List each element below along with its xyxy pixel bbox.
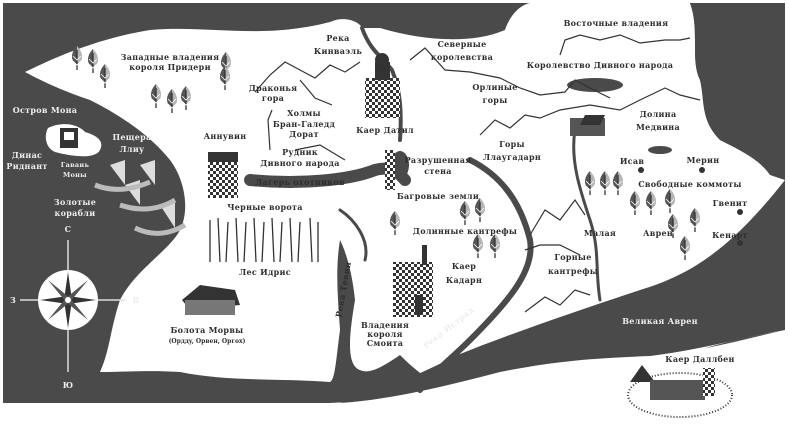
morva-cottage-icon <box>182 285 240 315</box>
label-idris-forest: Лес Идрис <box>239 267 291 277</box>
label-hills-2: Бран-Галедд <box>273 119 336 129</box>
label-smoit-2: короля <box>367 329 402 339</box>
label-ruined-wall-2: стена <box>424 166 451 176</box>
label-caer-datyl: Каер Датил <box>356 125 414 135</box>
label-enchantresses: (Орддy, Орвен, Оргох) <box>169 338 246 345</box>
label-mona-haven-2: Моны <box>63 171 87 179</box>
compass-west: З <box>10 295 16 305</box>
label-dragon-mountain-2: гора <box>262 93 284 103</box>
label-caer-dallben: Каер Даллбен <box>665 354 734 364</box>
label-caer-cadarn-1: Каер <box>452 261 476 271</box>
label-llawgadarn-2: Ллаугадарн <box>483 152 541 162</box>
label-river-kynvael-2: Кинваэль <box>314 46 362 56</box>
compass-east: В <box>132 295 139 305</box>
label-hunters-camp: Лагерь охотников <box>255 177 345 187</box>
label-fair-folk-mine-1: Рудник <box>282 147 318 157</box>
ships-icon <box>94 160 187 236</box>
label-fair-folk-kingdom: Королевство Дивного народа <box>527 60 673 70</box>
label-little-avren-2: Аврен <box>643 228 673 238</box>
label-morva-marshes: Болота Морвы <box>170 325 243 335</box>
mona-castle-icon <box>60 128 78 148</box>
caer-cadarn-castle-icon <box>393 245 433 317</box>
compass-south: Ю <box>63 380 74 390</box>
ruined-wall-icon <box>385 150 395 190</box>
margin <box>3 403 785 440</box>
label-hills-3: Дорат <box>289 129 319 139</box>
eastern-sea <box>690 3 785 180</box>
label-gwenit: Гвенит <box>713 198 748 208</box>
label-medwyn-valley-1: Долина <box>640 109 677 119</box>
label-llawgadarn-1: Горы <box>499 139 525 149</box>
label-medwyn-valley-2: Медвина <box>636 122 680 132</box>
label-eastern-domains: Восточные владения <box>564 18 669 28</box>
lake-small <box>648 146 672 154</box>
gwenit-marker <box>737 209 743 215</box>
label-smoit-1: Владения <box>361 320 409 330</box>
lake <box>567 78 623 92</box>
label-dinas-rhydnant-2: Риднант <box>6 161 47 171</box>
river-great-avren <box>340 180 785 403</box>
compass-north: С <box>65 224 72 234</box>
label-northern-kingdoms-2: королевства <box>431 52 493 62</box>
medwyn-house-icon <box>570 115 605 136</box>
idris-forest-icon <box>209 217 319 263</box>
label-cave-2: Ллиу <box>120 144 146 154</box>
mountains <box>254 34 701 313</box>
isav-marker <box>638 167 644 173</box>
river-kynvael <box>360 26 403 142</box>
label-isle-mona: Остров Мона <box>13 105 78 115</box>
river-hunters <box>244 162 411 188</box>
label-free-commots: Свободные коммоты <box>638 179 741 189</box>
label-dinas-rhydnant-1: Динас <box>12 150 42 160</box>
label-eagle-mountains-1: Орлиные <box>472 82 517 92</box>
label-merin: Мерин <box>687 155 720 165</box>
merin-marker <box>699 167 705 173</box>
label-hills-1: Холмы <box>287 108 321 118</box>
label-annuvin: Аннувин <box>204 131 247 141</box>
label-valley-cantrevs: Долинные кантрефы <box>413 226 517 236</box>
label-cave-1: Пещера <box>113 132 152 142</box>
caer-datyl-castle-icon <box>365 53 400 118</box>
label-northern-kingdoms-1: Северные <box>437 39 486 49</box>
label-fair-folk-mine-2: Дивного народа <box>260 158 340 168</box>
label-western-domains-1: Западные владения <box>121 52 220 62</box>
label-caer-cadarn-2: Кадарн <box>446 275 482 285</box>
label-eagle-mountains-2: горы <box>482 95 507 105</box>
label-red-fallows: Багровые земли <box>397 191 479 201</box>
label-black-gate: Черные ворота <box>227 202 303 212</box>
label-golden-ships-2: корабли <box>55 208 96 218</box>
black-gate-marker <box>245 175 255 185</box>
label-hill-cantrevs-1: Горные <box>554 252 591 262</box>
label-ruined-wall-1: Разрушенная <box>405 155 472 165</box>
label-dragon-mountain-1: Драконья <box>249 83 298 93</box>
label-western-domains-2: короля Придери <box>129 62 211 72</box>
label-golden-ships-1: Золотые <box>54 197 96 207</box>
river-ystrad <box>417 157 534 393</box>
compass-rose: С Ю З В <box>10 224 139 390</box>
label-little-avren-1: Малая <box>584 228 616 238</box>
label-kenart: Кенарт <box>712 230 748 240</box>
label-isav: Исав <box>620 156 645 166</box>
river-little-avren <box>572 128 602 302</box>
river-tevyn <box>338 208 368 262</box>
label-great-avren: Великая Аврен <box>622 316 698 326</box>
label-hill-cantrevs-2: кантрефы <box>548 266 598 276</box>
kenart-marker <box>737 240 743 246</box>
label-river-kynvael-1: Река <box>326 33 349 43</box>
annuvin-castle-icon <box>208 152 238 198</box>
map-labels: Западные владения короля Придери Река Ки… <box>6 18 748 364</box>
label-smoit-3: Смоита <box>367 338 404 348</box>
label-mona-haven-1: Гавань <box>61 161 90 169</box>
caer-dallben-icon <box>627 365 733 418</box>
